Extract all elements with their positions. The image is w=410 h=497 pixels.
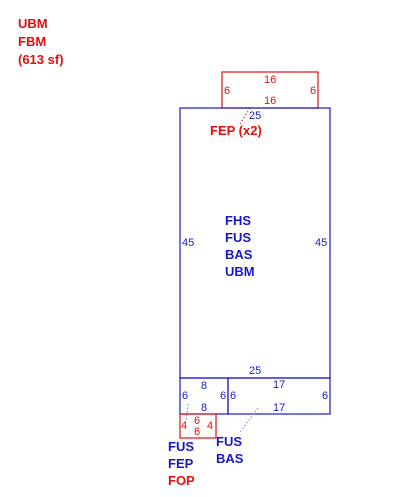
small-left-dim-bottom: 8	[201, 402, 207, 414]
porch-top-dim-top: 16	[264, 74, 276, 86]
small-left-label-3: FOP	[168, 473, 195, 488]
small-right-outline	[227, 377, 331, 415]
small-left-label-1: FUS	[168, 439, 194, 454]
small-left-dim-left: 6	[182, 390, 188, 402]
main-dim-bottom: 25	[249, 365, 261, 377]
small-right-leader	[239, 407, 259, 433]
small-left-leader	[185, 403, 189, 423]
small-right-label-2: BAS	[216, 451, 244, 466]
small-left-dim-right: 6	[220, 390, 226, 402]
main-structure-outline	[179, 107, 331, 379]
porch-top-dim-left: 6	[224, 85, 230, 97]
porch-top-dim-right: 6	[310, 85, 316, 97]
main-dim-right: 45	[315, 237, 327, 249]
main-label-3: BAS	[225, 247, 253, 262]
porch-bottom-dim-left: 4	[181, 420, 187, 432]
porch-bottom-dim-right: 4	[207, 420, 213, 432]
main-label-4: UBM	[225, 264, 255, 279]
main-dim-top: 25	[249, 110, 261, 122]
porch-top-dim-bottom: 16	[264, 95, 276, 107]
summary-line-3: (613 sf)	[18, 52, 64, 67]
main-label-2: FUS	[225, 230, 251, 245]
small-right-dim-left: 6	[230, 390, 236, 402]
small-right-dim-right: 6	[322, 390, 328, 402]
small-right-dim-top: 17	[273, 379, 285, 391]
summary-line-2: FBM	[18, 34, 46, 49]
porch-top-label: FEP (x2)	[210, 123, 262, 138]
main-dim-left: 45	[182, 237, 194, 249]
porch-bottom-outline	[179, 413, 217, 439]
small-left-dim-top: 8	[201, 380, 207, 392]
main-label-1: FHS	[225, 213, 251, 228]
small-right-dim-bottom: 17	[273, 402, 285, 414]
porch-bottom-dim-bottom: 6	[194, 426, 200, 438]
porch-bottom-dim-top: 6	[194, 415, 200, 427]
small-right-label-1: FUS	[216, 434, 242, 449]
small-left-label-2: FEP	[168, 456, 194, 471]
summary-line-1: UBM	[18, 16, 48, 31]
